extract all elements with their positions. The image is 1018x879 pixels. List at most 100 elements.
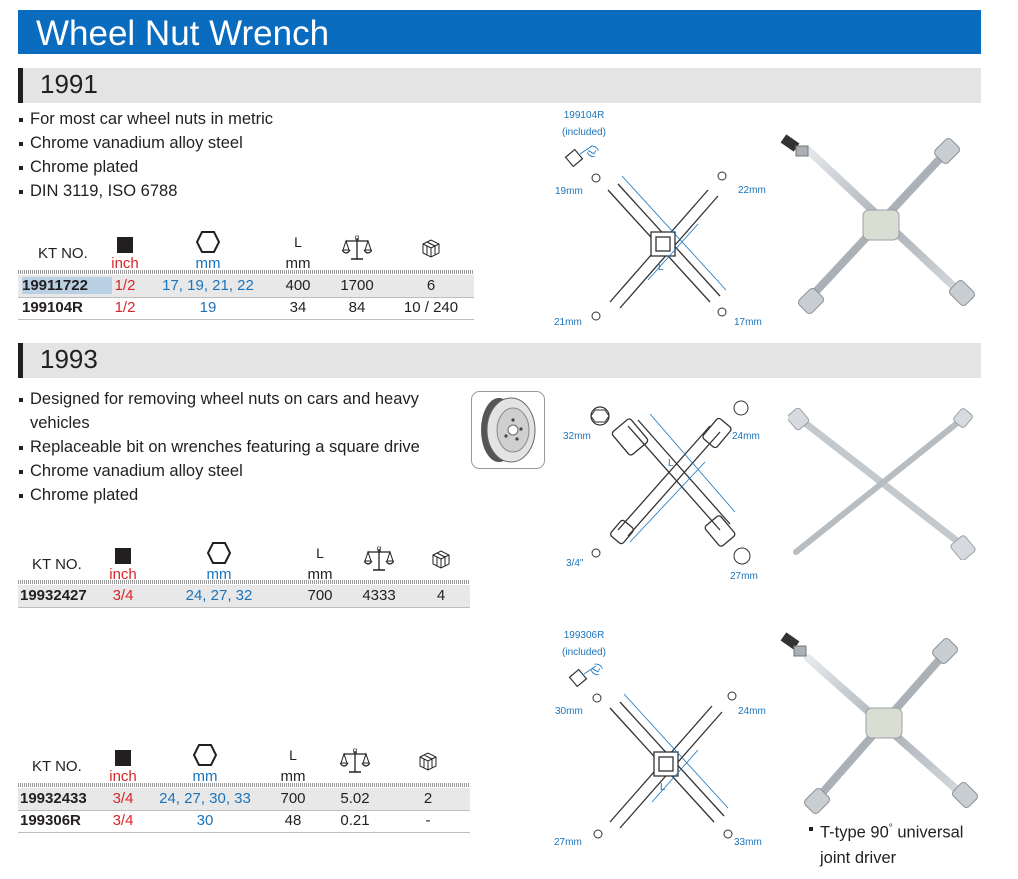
header-weight: g [354,539,404,591]
header-L: L mm [268,741,318,793]
dim-top-left: 19mm [555,186,583,197]
box-pack-icon [432,550,450,569]
section-title: 1991 [40,69,98,99]
cell-mm: 19 [199,299,217,316]
cell-pack: 6 [426,277,436,294]
header-inch-label: inch [109,768,137,785]
cell-mm: 24, 27, 30, 33 [159,790,251,807]
black-square-icon [117,237,133,253]
dim-top-right: 24mm [738,706,766,717]
cell-inch: 3/4 [112,812,134,829]
hexagon-nut-icon [196,231,220,253]
svg-text:L: L [660,782,666,793]
cell-pack: - [425,812,431,829]
header-weight: g [332,228,382,280]
scale-weight-icon: g [340,748,370,773]
cell-L: 700 [280,790,306,807]
table-row: 19932427 3/4 24, 27, 32 700 4333 4 [18,585,470,607]
cell-inch: 3/4 [112,790,134,807]
scale-weight-icon: g [364,546,394,571]
scale-weight-icon: g [342,235,372,260]
dim-bottom-left: 3/4" [566,558,584,569]
wrench-diagram-1993: L 32mm 24mm 3/4" 27mm [563,400,760,582]
feature-item: Chrome vanadium alloy steel [18,459,458,483]
header-pack [416,539,466,591]
cell-kt: 19932427 [20,587,87,604]
wrench-photo-199324 [780,632,978,814]
cell-kt: 199104R [22,299,83,316]
box-pack-icon [419,752,437,771]
dim-top-left: 30mm [555,706,583,717]
cell-weight: 84 [348,299,366,316]
dim-bottom-right: 17mm [734,317,762,328]
feature-item: Chrome plated [18,155,273,179]
table-header-1991: KT NO. inch mm L mm g [18,228,474,280]
page-title: Wheel Nut Wrench [36,14,330,53]
svg-text:L: L [658,262,664,273]
dim-top-left: 32mm [563,431,591,442]
cell-kt: 19911722 [22,277,112,294]
table-divider [18,783,470,787]
table-header-199324: KT NO. inch mm L mm g [18,741,470,793]
svg-text:(L): (L) [585,143,601,159]
wrench-diagram-1991: 199104R (included) (L) L 19mm 22mm 21mm … [554,110,766,328]
table-header-1993: KT NO. inch mm L mm g [18,539,470,591]
header-inch: inch [98,741,148,793]
header-inch: inch [98,539,148,591]
header-kt: KT NO. [32,556,82,573]
dim-top-right: 24mm [732,431,760,442]
hexagon-nut-icon [193,744,217,766]
feature-item: Designed for removing wheel nuts on cars… [18,387,458,435]
svg-text:L: L [668,458,674,469]
dim-bottom-right: 27mm [730,571,758,582]
table-row: 199104R 1/2 19 34 84 10 / 240 [18,297,474,319]
feature-item: Chrome plated [18,483,458,507]
table-divider [18,270,474,274]
svg-text:g: g [377,546,381,553]
feature-item: Replaceable bit on wrenches featuring a … [18,435,458,459]
cell-mm: 24, 27, 32 [185,587,253,604]
cell-inch: 1/2 [114,299,136,316]
svg-text:(L): (L) [589,661,605,677]
cell-weight: 4333 [362,587,396,604]
feature-item: For most car wheel nuts in metric [18,107,273,131]
cell-L: 400 [285,277,311,294]
header-mm-label: mm [192,768,218,785]
header-kt: KT NO. [32,758,82,775]
hexagon-nut-icon [207,542,231,564]
cell-inch: 1/2 [114,277,136,294]
header-L-label: L [316,545,324,561]
header-pack [403,741,453,793]
cell-kt: 199306R [20,812,81,829]
wrench-photo-1991 [780,134,975,314]
header-L-unit: mm [307,566,333,583]
header-mm-label: mm [206,566,232,583]
dim-bottom-left: 21mm [554,317,582,328]
wrench-diagram-199324: 199306R (included) (L) L 30mm 24mm 27mm … [554,630,766,848]
cell-pack: 10 / 240 [403,299,459,316]
header-inch-label: inch [111,255,139,272]
black-square-icon [115,548,131,564]
header-mm-label: mm [195,255,221,272]
header-inch: inch [100,228,150,280]
cell-inch: 3/4 [112,587,134,604]
header-L-label: L [289,747,297,763]
header-mm: mm [194,539,244,591]
header-L: L mm [273,228,323,280]
header-L-unit: mm [285,255,311,272]
cell-pack: 4 [436,587,446,604]
cell-weight: 1700 [340,277,374,294]
page-title-bar: Wheel Nut Wrench [18,10,981,54]
part-note: (included) [562,127,606,138]
dim-bottom-right: 33mm [734,837,762,848]
feature-item: Chrome vanadium alloy steel [18,131,273,155]
header-inch-label: inch [109,566,137,583]
wrench-photo-1993 [788,408,976,560]
cell-L: 700 [307,587,333,604]
header-pack [406,228,456,280]
cell-kt: 19932433 [20,790,87,807]
section-accent [18,68,23,103]
cell-mm: 17, 19, 21, 22 [162,277,254,294]
section-title: 1993 [40,344,98,374]
